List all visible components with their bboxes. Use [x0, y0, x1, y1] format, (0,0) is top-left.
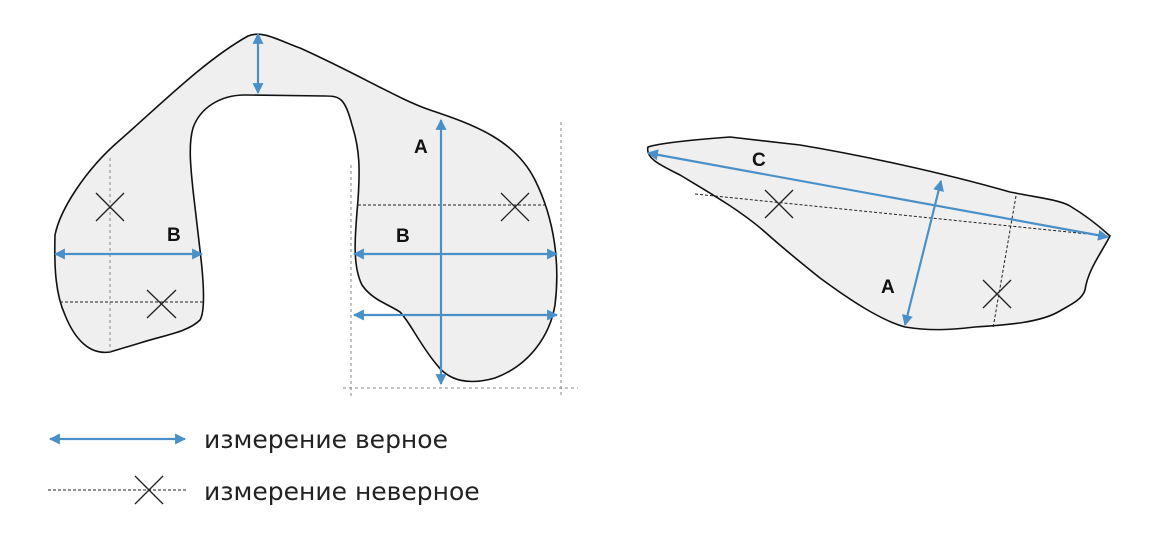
legend-incorrect-text: измерение неверное [204, 477, 480, 506]
figure-1: A B B [53, 32, 578, 398]
arrow-c-length [646, 149, 1110, 241]
label-b-left: B [167, 225, 181, 246]
cross-icon [146, 289, 177, 319]
legend: измерение верное измерение неверное [48, 425, 480, 506]
figure-1-outline [53, 33, 558, 383]
label-c: C [752, 150, 766, 171]
legend-correct-text: измерение верное [204, 425, 448, 454]
label-a: A [881, 277, 895, 298]
label-a: A [414, 137, 428, 158]
dashed-cross-icon [48, 475, 187, 505]
cross-icon [95, 192, 125, 222]
arrow-a-width [902, 179, 944, 327]
label-b-right: B [396, 226, 410, 247]
figure-2: C A [646, 136, 1111, 331]
cross-icon [982, 279, 1012, 309]
cross-icon [500, 192, 530, 222]
